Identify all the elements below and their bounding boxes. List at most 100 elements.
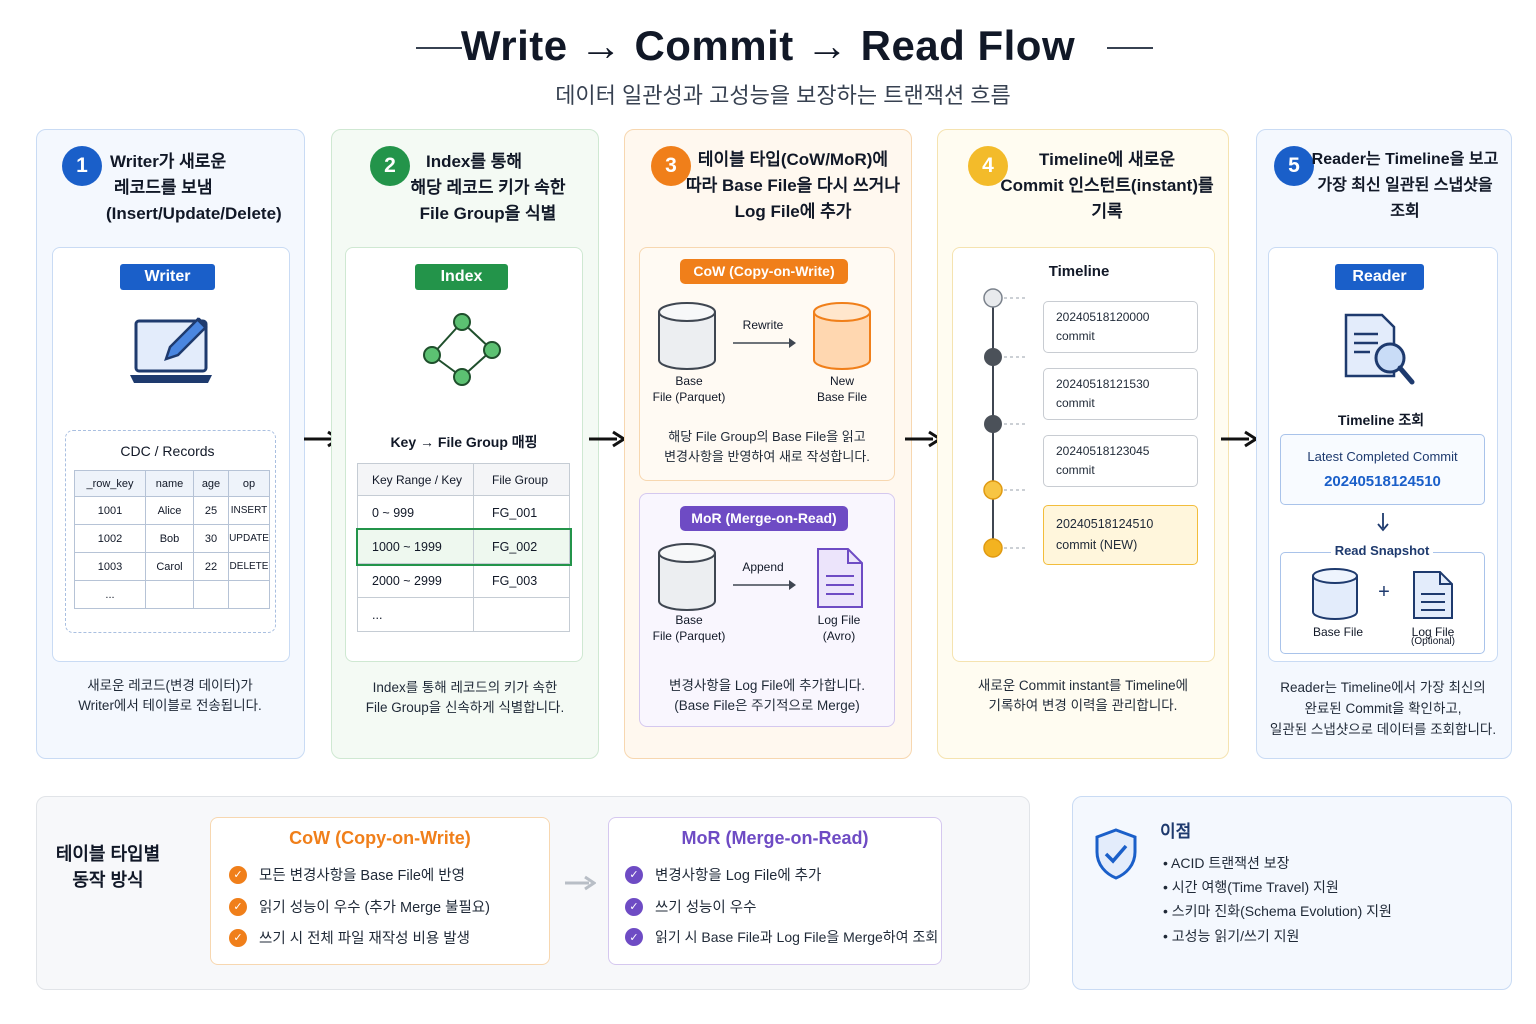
comparison-heading: 테이블 타입별 동작 방식 (55, 844, 161, 890)
step-1-badge: 1 (62, 146, 102, 186)
step-2-title: Index를 통해 해당 레코드 키가 속한 File Group을 식별 (410, 152, 566, 223)
benefit-item: • 시간 여행(Time Travel) 지원 (1163, 879, 1339, 895)
arrow-down-icon (1377, 513, 1389, 532)
cow-pill: CoW (Copy-on-Write) (680, 259, 848, 284)
snapshot-base-file-label: Base File (1312, 625, 1364, 639)
step-2-badge: 2 (370, 146, 410, 186)
mor-pill: MoR (Merge-on-Read) (680, 506, 848, 531)
snapshot-base-file-icon (1312, 568, 1358, 620)
mor-log-file-label: Log File (Avro) (817, 613, 861, 643)
table-row: 1001 Alice 25 INSERT (74, 496, 270, 525)
mor-base-file-label: Base File (Parquet) (652, 613, 726, 643)
check-icon: ✓ (229, 928, 247, 947)
compare-arrow-icon (565, 875, 596, 891)
benefits-title: 이점 (1160, 822, 1192, 841)
cdc-header-row: _row_key name age op (74, 470, 270, 497)
commit-box: 20240518121530 commit (1043, 368, 1198, 420)
base-file-cylinder-icon (658, 302, 716, 370)
cdc-col-rowkey: _row_key (74, 470, 146, 497)
document-search-icon (1344, 313, 1415, 385)
arrow-right-icon (1221, 430, 1257, 448)
cow-summary-item: ✓ 모든 변경사항을 Base File에 반영 (229, 864, 465, 885)
step-3-badge: 3 (651, 146, 691, 186)
mor-summary-item: ✓ 쓰기 성능이 우수 (625, 896, 756, 917)
timeline-label: Timeline (1048, 263, 1110, 280)
cow-new-base-file-label: New Base File (816, 374, 868, 404)
table-row: ... (357, 597, 570, 632)
index-pill: Index (415, 264, 508, 290)
key-mapping-label: Key → File Group 매핑 (390, 434, 538, 450)
benefits-panel (1072, 796, 1512, 990)
mor-summary-title: MoR (Merge-on-Read) (681, 828, 869, 848)
timeline-track-icon (983, 288, 1028, 558)
step-1-caption: 새로운 레코드(변경 데이터)가 Writer에서 테이블로 전송됩니다. (78, 678, 262, 713)
timeline-lookup-label: Timeline 조회 (1337, 412, 1425, 428)
benefit-item: • ACID 트랜잭션 보장 (1163, 855, 1290, 871)
page-title: Write → Commit → Read Flow (460, 22, 1076, 69)
append-label: Append (742, 560, 784, 574)
check-icon: ✓ (625, 928, 643, 946)
title-right-rule (1107, 47, 1153, 49)
check-icon: ✓ (625, 865, 643, 884)
log-file-document-icon (817, 548, 863, 608)
latest-commit-value: 20240518124510 (1324, 473, 1441, 490)
mor-caption: 변경사항을 Log File에 추가합니다. (Base File은 주기적으로… (669, 678, 865, 713)
shield-check-icon (1095, 828, 1137, 880)
cdc-col-age: age (193, 470, 229, 497)
table-row: 1002 Bob 30 UPDATE (74, 524, 270, 553)
cow-summary-item: ✓ 읽기 성능이 우수 (추가 Merge 불필요) (229, 896, 490, 917)
cow-summary-card: CoW (Copy-on-Write) ✓ 모든 변경사항을 Base File… (210, 817, 550, 965)
cdc-box (65, 430, 276, 633)
snapshot-log-optional-label: (Optional) (1411, 636, 1455, 647)
commit-box-new: 20240518124510 commit (NEW) (1043, 505, 1198, 565)
step-5-badge: 5 (1274, 146, 1314, 186)
index-graph-icon (423, 313, 501, 386)
step-5-caption: Reader는 Timeline에서 가장 최신의 완료된 Commit을 확인… (1269, 680, 1497, 737)
check-icon: ✓ (229, 897, 247, 916)
mor-summary-item: ✓ 변경사항을 Log File에 추가 (625, 864, 821, 885)
step-2-caption: Index를 통해 레코드의 키가 속한 File Group을 신속하게 식별… (365, 680, 565, 715)
read-snapshot-label: Read Snapshot (1331, 543, 1433, 559)
step-4-badge: 4 (968, 146, 1008, 186)
snapshot-log-file-icon (1413, 571, 1453, 619)
step-3-title: 테이블 타입(CoW/MoR)에 따라 Base File을 다시 쓰거나 Lo… (686, 150, 900, 221)
check-icon: ✓ (625, 897, 643, 916)
cdc-records-label: CDC / Records (120, 443, 215, 459)
mor-base-file-cylinder-icon (658, 543, 716, 611)
table-row: 0 ~ 999 FG_001 (357, 495, 570, 530)
plus-sign: + (1378, 581, 1390, 603)
benefit-item: • 고성능 읽기/쓰기 지원 (1163, 928, 1300, 944)
table-row: 1003 Carol 22 DELETE (74, 552, 270, 581)
step-5-title: Reader는 Timeline을 보고 가장 최신 일관된 스냅샷을 조회 (1311, 151, 1499, 220)
mor-summary-item: ✓ 읽기 시 Base File과 Log File을 Merge하여 조회 (625, 927, 938, 947)
cow-base-file-label: Base File (Parquet) (652, 374, 726, 404)
page-subtitle: 데이터 일관성과 고성능을 보장하는 트랜잭션 흐름 (555, 83, 1011, 108)
cdc-col-op: op (228, 470, 270, 497)
cdc-table: _row_key name age op 1001 Alice 25 INSER… (74, 470, 270, 609)
arrow-right-icon (589, 430, 625, 448)
key-range-col-key: Key Range / Key (357, 463, 474, 496)
table-row: ... (74, 580, 270, 609)
snapshot-log-file-label: Log File (1411, 625, 1455, 639)
table-row: 2000 ~ 2999 FG_003 (357, 563, 570, 598)
commit-box: 20240518123045 commit (1043, 435, 1198, 487)
step-1-title: Writer가 새로운 레코드를 보냄 (Insert/Update/Delet… (106, 152, 282, 223)
rewrite-arrow-icon (733, 338, 796, 348)
cow-summary-item: ✓ 쓰기 시 전체 파일 재작성 비용 발생 (229, 927, 470, 948)
rewrite-label: Rewrite (742, 318, 784, 332)
key-range-col-group: File Group (473, 463, 570, 496)
append-arrow-icon (733, 580, 796, 590)
step-4-caption: 새로운 Commit instant를 Timeline에 기록하여 변경 이력… (977, 678, 1189, 713)
new-base-file-cylinder-icon (813, 302, 871, 370)
latest-commit-box (1280, 434, 1485, 505)
cow-caption: 해당 File Group의 Base File을 읽고 변경사항을 반영하여 … (664, 429, 870, 464)
reader-pill: Reader (1335, 264, 1424, 290)
step-4-title: Timeline에 새로운 Commit 인스턴트(instant)를 기록 (1000, 150, 1214, 221)
arrow-right-icon (905, 430, 941, 448)
title-left-rule (416, 47, 462, 49)
check-icon: ✓ (229, 865, 247, 884)
mor-summary-card: MoR (Merge-on-Read) ✓ 변경사항을 Log File에 추가… (608, 817, 942, 965)
table-row-highlighted: 1000 ~ 1999 FG_002 (355, 527, 572, 566)
key-range-header-row: Key Range / Key File Group (357, 463, 570, 496)
latest-commit-label: Latest Completed Commit (1307, 449, 1458, 464)
